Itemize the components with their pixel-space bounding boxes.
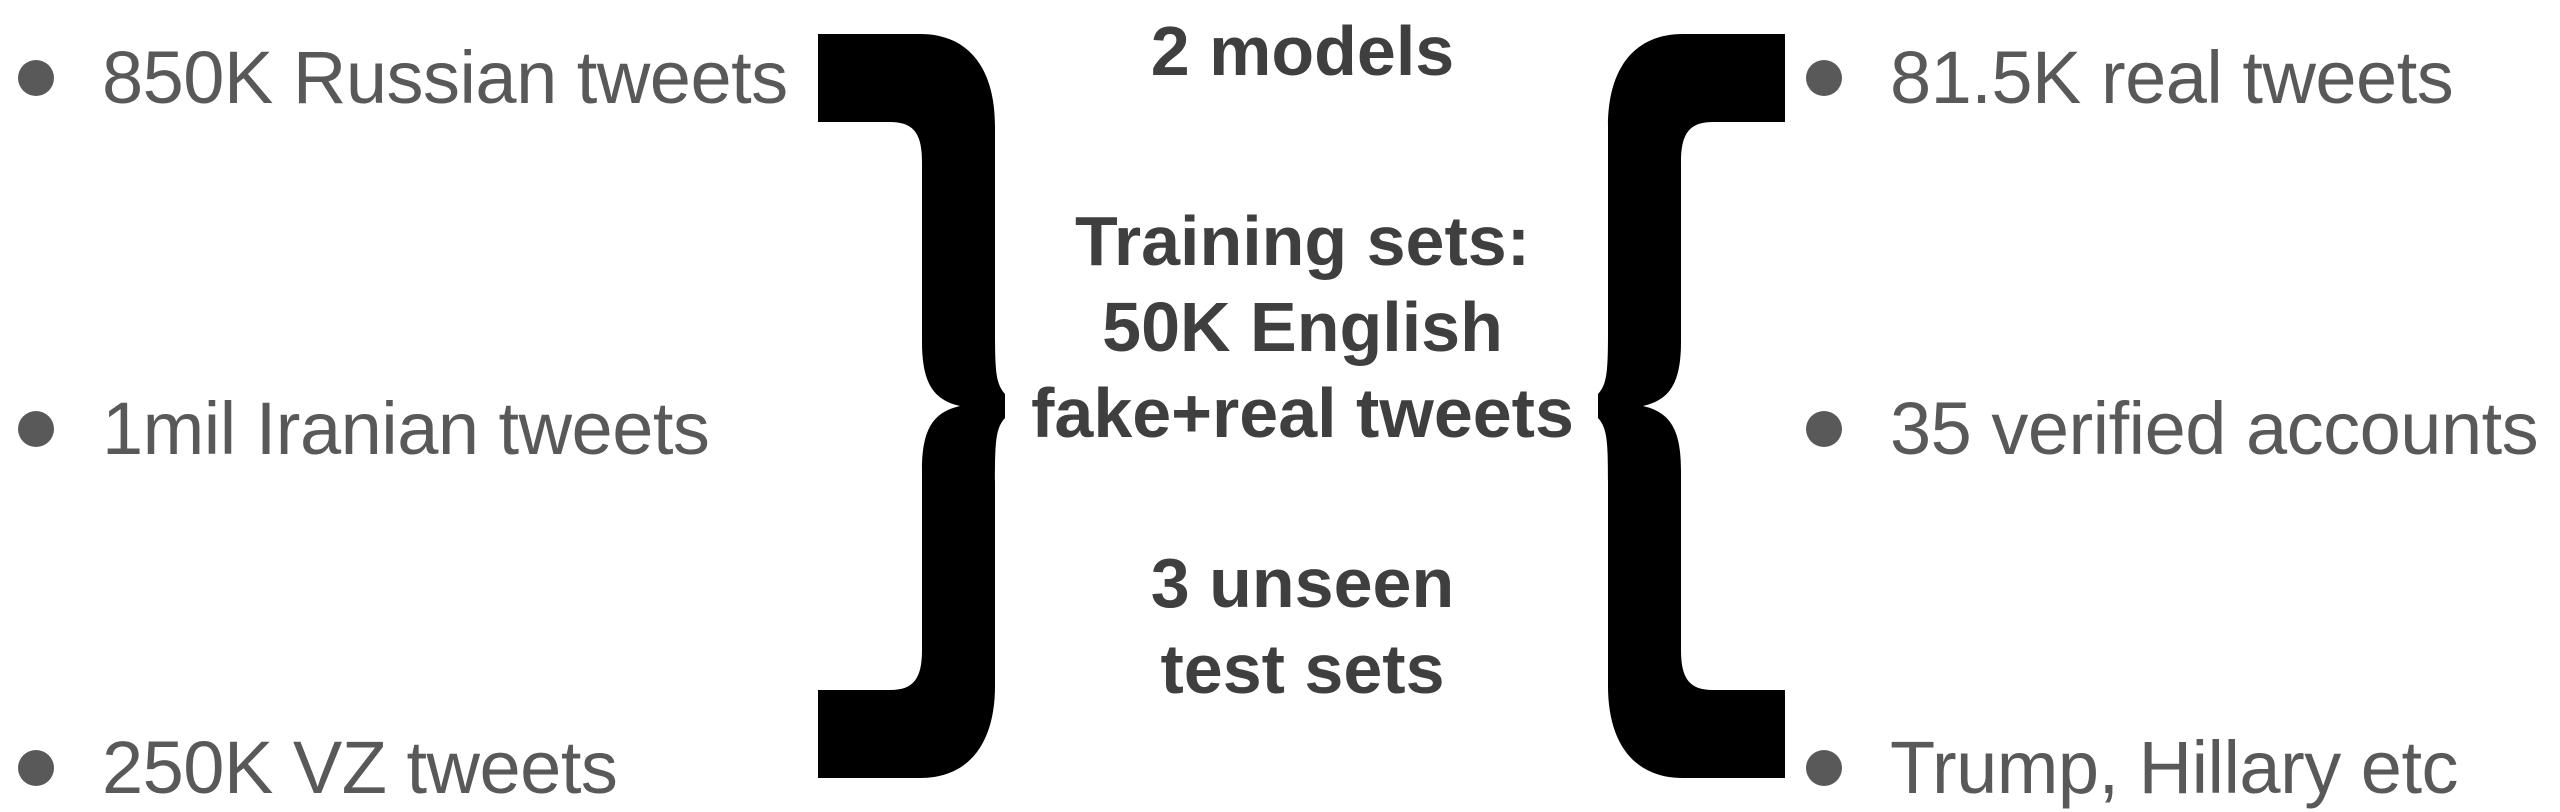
bullet-dot-icon [1806, 60, 1842, 96]
center-training-text: Training sets: 50K English fake+real twe… [1005, 198, 1600, 456]
bullet-dot-icon [1806, 750, 1842, 786]
list-item: 35 verified accounts [1806, 387, 2539, 470]
list-item: 850K Russian tweets [18, 41, 788, 115]
bullet-dot-icon [18, 411, 54, 447]
center-test-sets-text: 3 unseen test sets [1005, 540, 1600, 712]
list-item-label: 35 verified accounts [1890, 387, 2539, 470]
bullet-dot-icon [18, 750, 54, 786]
list-item-label: Trump, Hillary etc [1890, 726, 2459, 809]
list-item-label: 250K VZ tweets [102, 726, 618, 809]
bullet-dot-icon [1806, 411, 1842, 447]
list-item: 1mil Iranian tweets [18, 387, 710, 470]
center-test-line-1: 3 unseen [1150, 544, 1455, 622]
list-item-label: 1mil Iranian tweets [102, 387, 710, 470]
center-training-line-3: fake+real tweets [1031, 374, 1574, 452]
curly-brace-left-icon [1598, 0, 1793, 812]
list-item: 250K VZ tweets [18, 726, 618, 809]
center-test-line-2: test sets [1160, 630, 1445, 708]
center-models-line-1: 2 models [1150, 12, 1455, 90]
bullet-dot-icon [18, 60, 54, 96]
list-item-label: 81.5K real tweets [1890, 36, 2454, 119]
center-training-line-1: Training sets: [1074, 202, 1531, 280]
center-training-line-2: 50K English [1102, 288, 1503, 366]
list-item: 81.5K real tweets [1806, 36, 2454, 119]
center-models-text: 2 models [1005, 8, 1600, 94]
list-item-label: 850K Russian tweets [102, 36, 788, 119]
list-item: Trump, Hillary etc [1806, 726, 2459, 809]
curly-brace-right-icon [810, 0, 1005, 812]
